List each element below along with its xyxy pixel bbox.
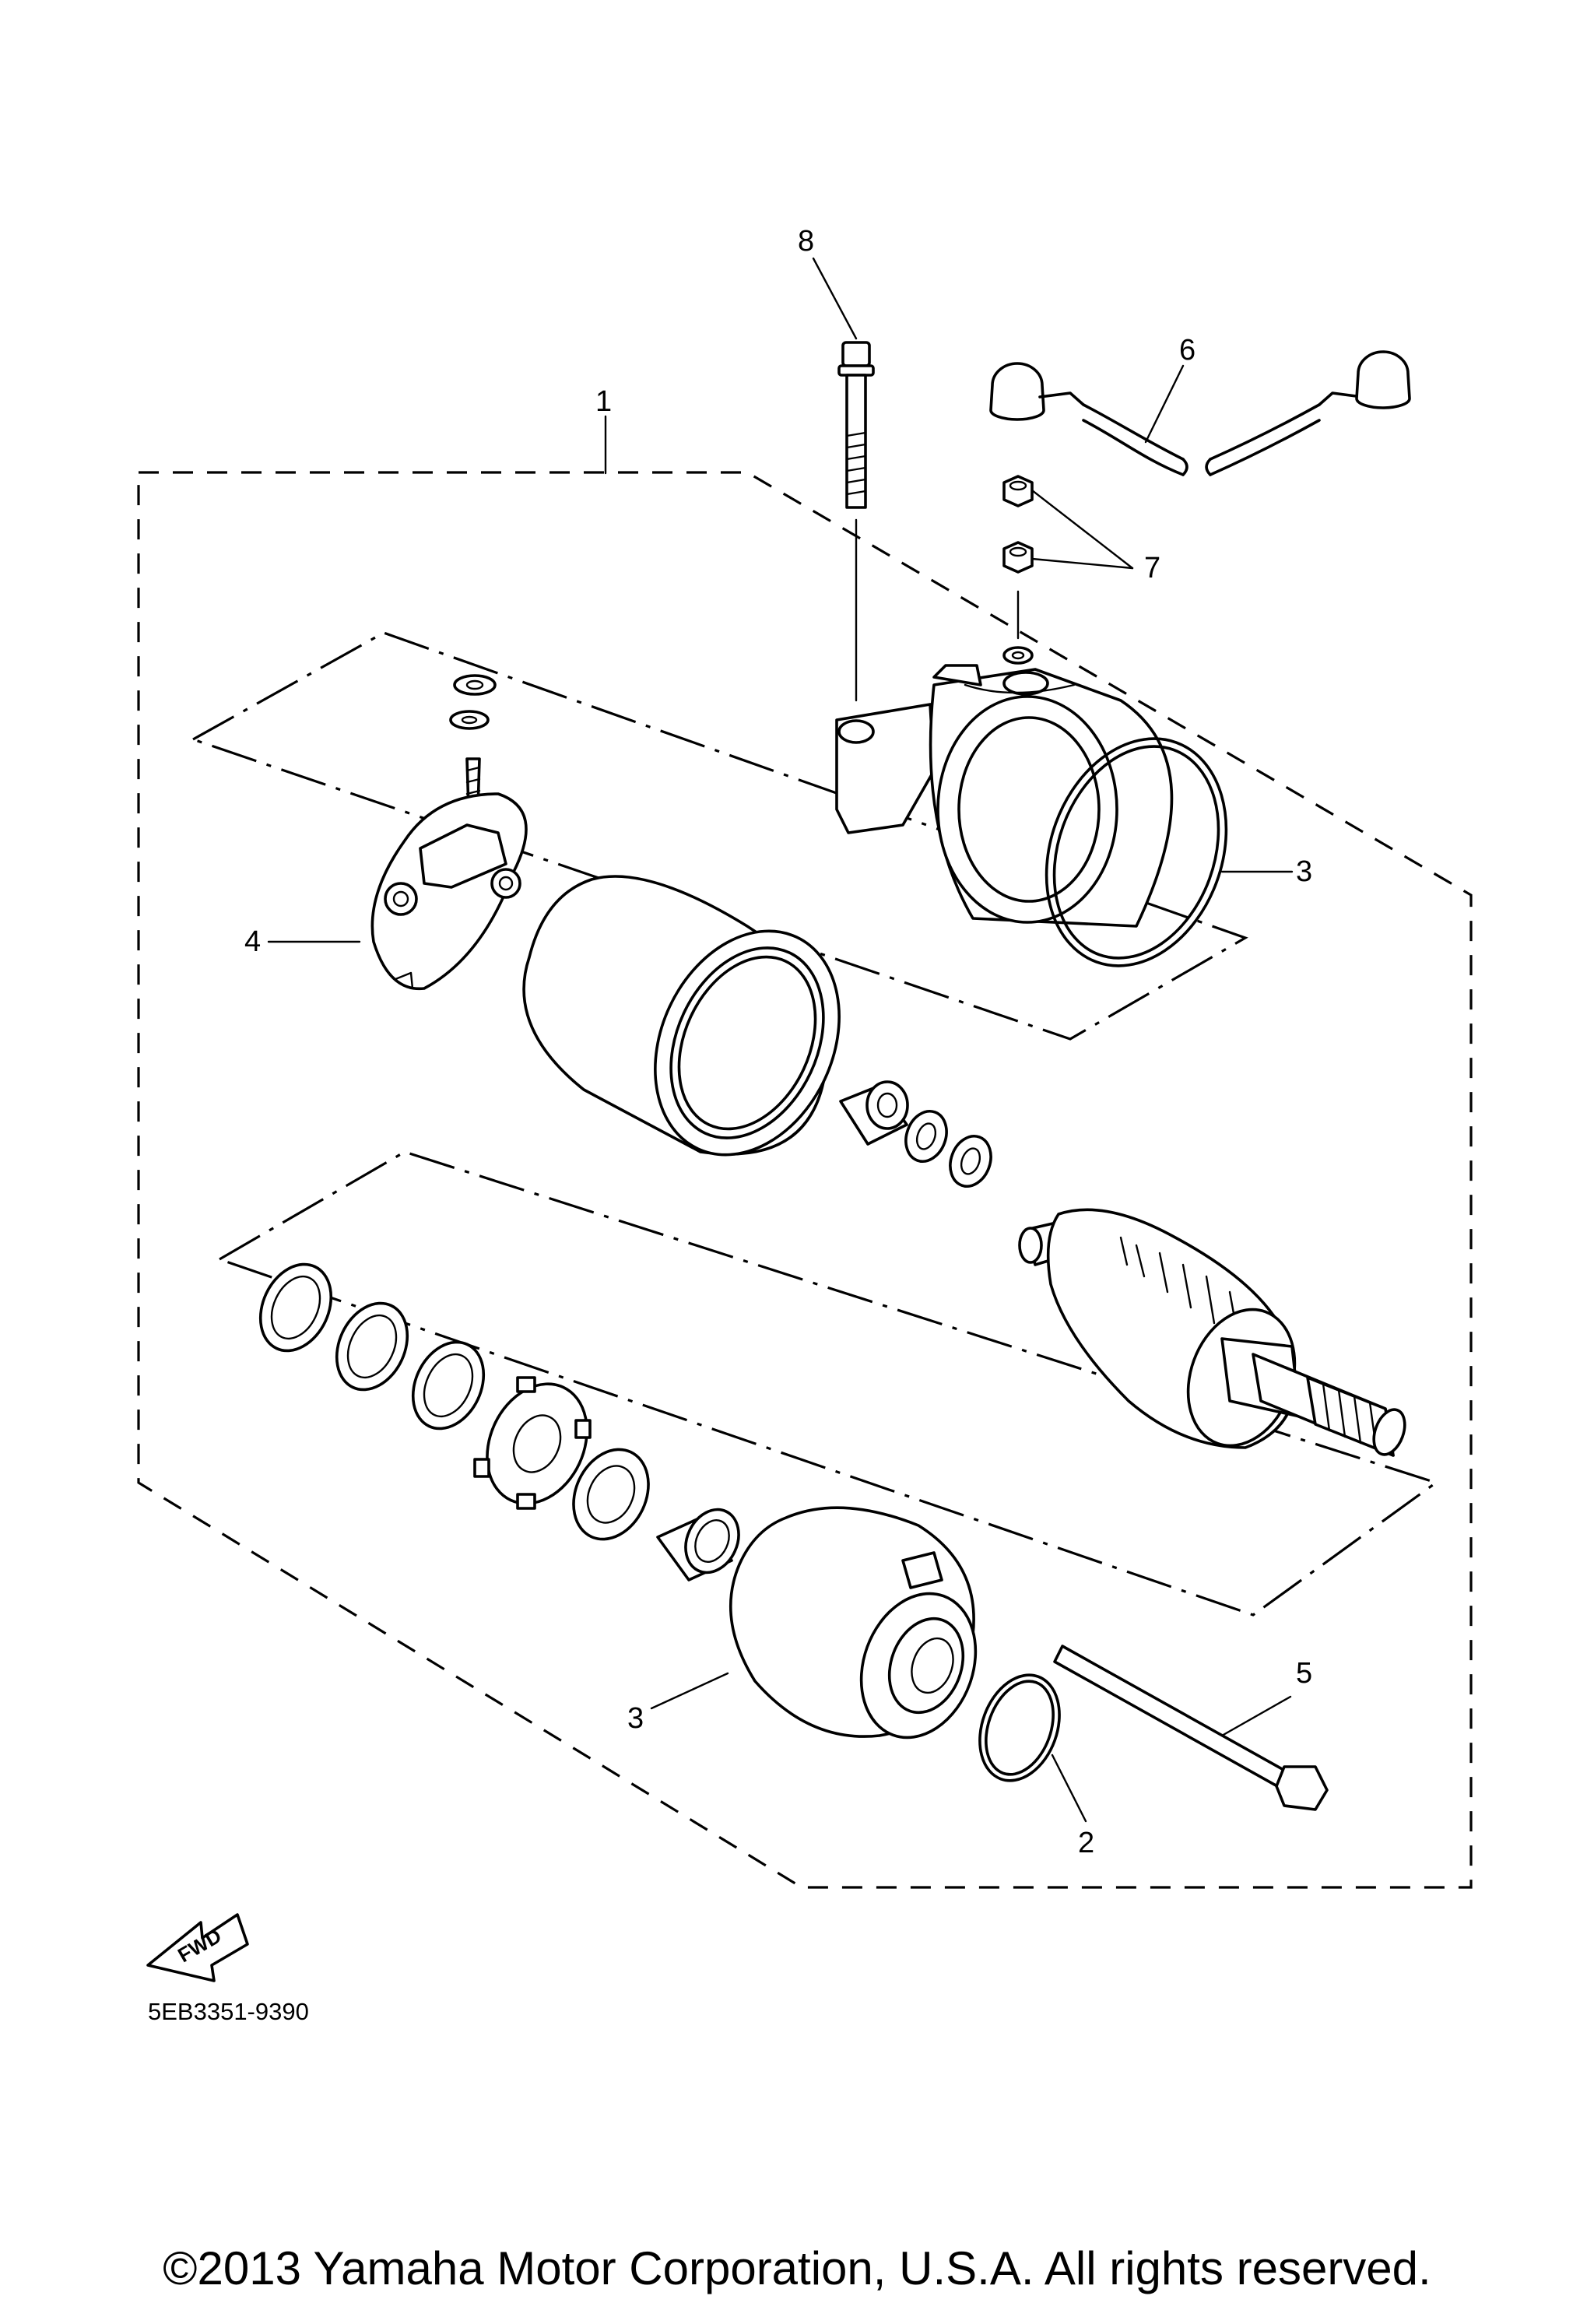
drawing-code: 5EB3351-9390 <box>148 1998 309 2025</box>
brush-holder-part-4 <box>370 674 528 991</box>
callout-4: 4 <box>244 925 261 958</box>
shim-c <box>411 1340 486 1431</box>
lead-wire-part-6 <box>989 350 1411 476</box>
through-bolt-part-5 <box>1053 1645 1329 1811</box>
copyright-notice: ©2013 Yamaha Motor Corporation, U.S.A. A… <box>163 2242 1431 2294</box>
washer-small-a <box>904 1110 948 1163</box>
washer-small-b <box>949 1135 992 1188</box>
front-cover <box>729 1506 978 1739</box>
yoke-housing <box>522 875 841 1157</box>
callout-8: 8 <box>798 225 814 258</box>
callout-7: 7 <box>1144 552 1160 585</box>
assembly-boundary <box>137 471 1473 1889</box>
oil-seal <box>572 1448 650 1541</box>
callout-3-lower: 3 <box>627 1702 644 1735</box>
nut-part-7 <box>1002 475 1034 665</box>
callout-2: 2 <box>1078 1827 1094 1859</box>
bolt-part-8 <box>837 341 875 702</box>
shim-a <box>258 1262 333 1353</box>
leader-lines <box>267 257 1294 1823</box>
callout-1: 1 <box>595 385 612 418</box>
shim-b <box>335 1301 409 1392</box>
callout-3-upper: 3 <box>1296 855 1312 888</box>
callout-5: 5 <box>1296 1657 1312 1690</box>
o-ring-part-2 <box>978 1673 1061 1782</box>
fwd-arrow-icon: FWD <box>146 1913 249 1982</box>
rear-cover-bracket <box>835 664 1174 928</box>
needle-bearing <box>656 1508 740 1582</box>
lock-washer <box>473 1376 592 1510</box>
o-ring-part-3-upper <box>1045 737 1228 967</box>
bushing <box>839 1080 909 1146</box>
lower-section-plane <box>216 1150 1439 1617</box>
armature <box>1018 1208 1406 1457</box>
callout-6: 6 <box>1179 334 1196 367</box>
